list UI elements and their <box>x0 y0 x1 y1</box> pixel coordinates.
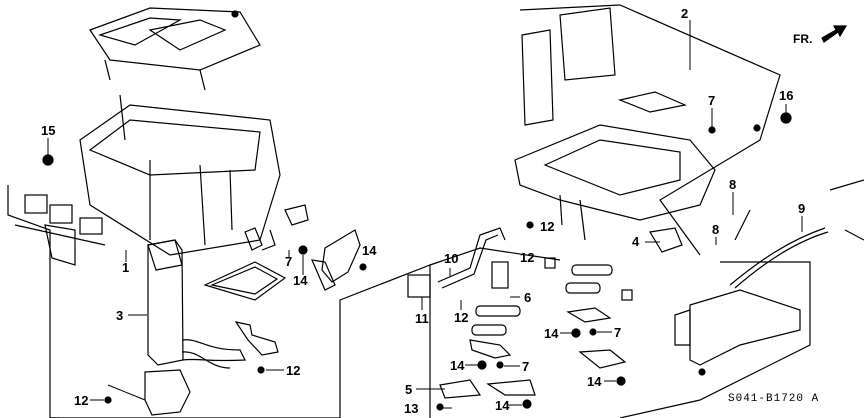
callout-14: 14 <box>362 243 377 258</box>
callout-3: 3 <box>116 308 124 323</box>
duct <box>674 289 801 366</box>
mode-door <box>14 194 106 266</box>
callout-6: 6 <box>524 290 532 305</box>
callout-12: 12 <box>454 310 469 325</box>
heater-core <box>144 239 246 416</box>
link-parts <box>439 257 633 399</box>
water-hose <box>407 227 509 298</box>
callout-14: 14 <box>450 358 465 373</box>
callout-12: 12 <box>520 250 535 265</box>
callout-15: 15 <box>41 123 56 138</box>
callout-1: 1 <box>122 260 130 275</box>
callout-14: 14 <box>587 374 602 389</box>
part-code: S041-B1720 A <box>728 393 820 405</box>
callout-14: 14 <box>544 326 559 341</box>
heater-case <box>79 94 281 256</box>
leader-lines <box>47 20 803 409</box>
blower-case <box>514 124 716 241</box>
callout-2: 2 <box>681 6 689 21</box>
callout-11: 11 <box>415 311 429 326</box>
callout-16: 16 <box>779 88 794 103</box>
callout-12: 12 <box>540 219 555 234</box>
callout-13: 13 <box>404 401 419 416</box>
callout-8: 8 <box>729 177 737 192</box>
filter <box>203 261 287 301</box>
servo-bracket <box>244 204 361 291</box>
actuator <box>649 209 829 289</box>
callout-5: 5 <box>405 382 413 397</box>
fasteners <box>42 10 792 411</box>
callout-14: 14 <box>495 398 510 413</box>
callout-12: 12 <box>74 393 89 408</box>
callout-4: 4 <box>632 234 640 249</box>
callout-7: 7 <box>285 254 293 269</box>
callout-14: 14 <box>293 273 308 288</box>
bracket <box>234 321 279 356</box>
front-arrow-icon <box>821 25 848 43</box>
front-direction-label: FR. <box>793 32 813 46</box>
frame-lines <box>7 4 864 418</box>
callout-7: 7 <box>522 359 530 374</box>
blower-lid <box>521 7 687 126</box>
callout-9: 9 <box>798 201 806 216</box>
callout-10: 10 <box>444 251 459 266</box>
callout-8: 8 <box>712 222 720 237</box>
callout-7: 7 <box>614 325 622 340</box>
callout-12: 12 <box>286 363 301 378</box>
upper-case <box>89 7 261 91</box>
callout-7: 7 <box>708 93 716 108</box>
